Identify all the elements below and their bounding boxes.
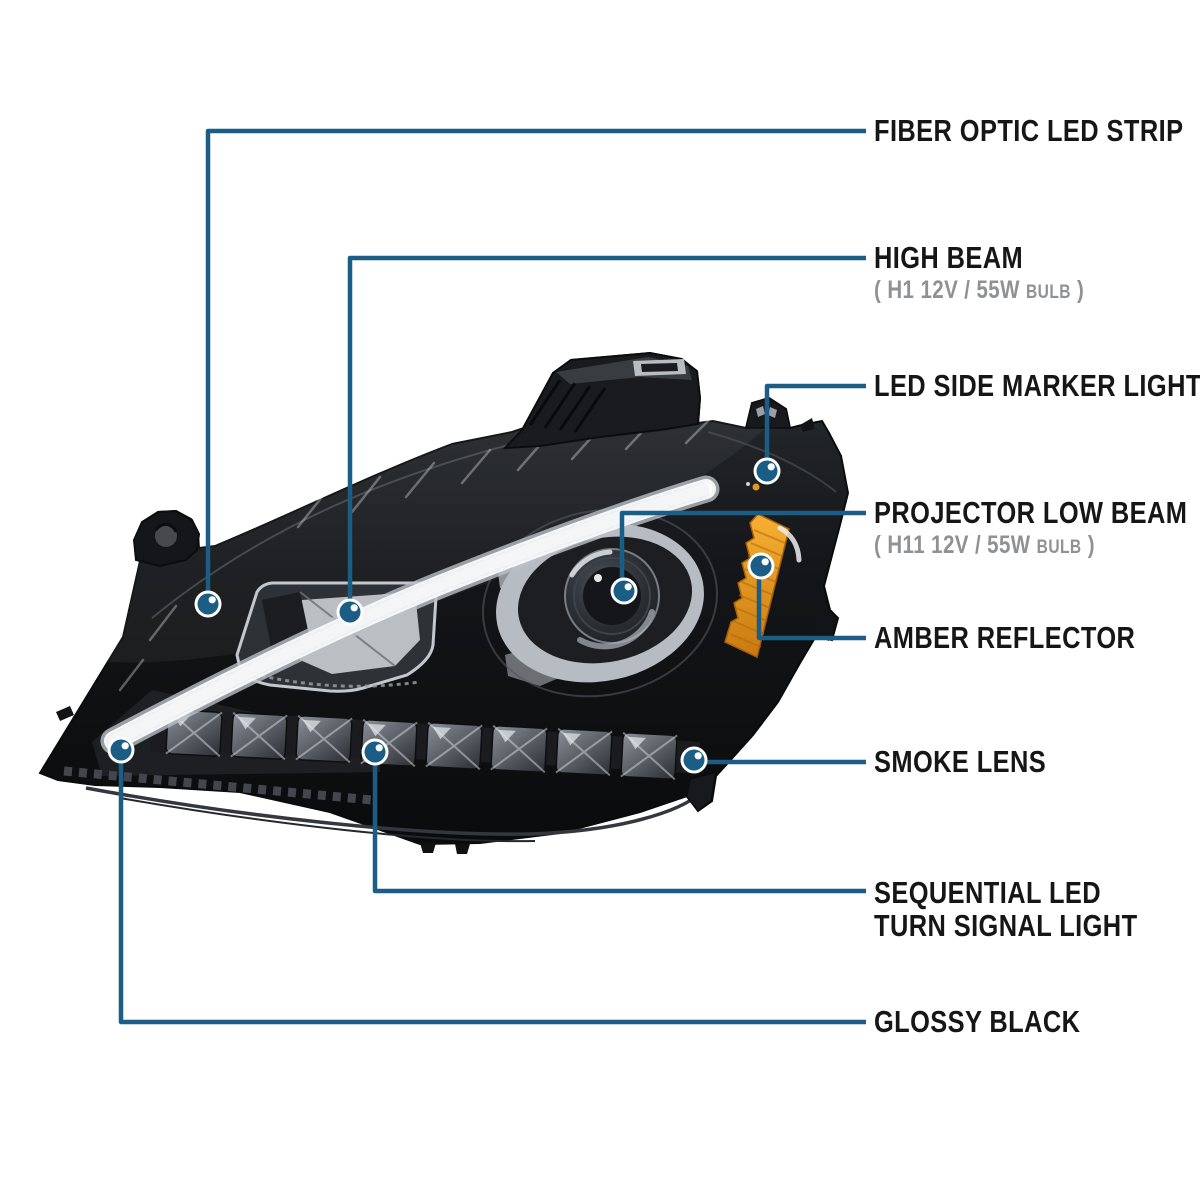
- callout-label-amber-reflector: AMBER REFLECTOR: [874, 621, 1193, 654]
- callout-label-text: SMOKE LENS: [874, 744, 1047, 779]
- callout-label-text-line2: TURN SIGNAL LIGHT: [874, 908, 1138, 943]
- mount-foot-1: [420, 843, 436, 853]
- callout-dot-fiber-optic-led-strip: [194, 590, 222, 618]
- callout-label-text: HIGH BEAM: [874, 240, 1024, 275]
- tab-hole-shadow: [154, 523, 178, 533]
- callout-line-amber-reflector: [756, 567, 866, 641]
- callout-dot-smoke-lens: [680, 746, 708, 774]
- side-marker-led-speck: [752, 483, 760, 491]
- bottom-trim-groove: [85, 786, 704, 836]
- callout-dots: [107, 457, 781, 774]
- callout-dot-amber-reflector: [747, 552, 775, 580]
- callout-label-smoke-lens: SMOKE LENS: [874, 745, 1084, 778]
- bracket-slot-inner: [641, 363, 678, 372]
- teeth-row: [63, 766, 373, 805]
- projector-highlight-bottom: [577, 609, 655, 650]
- callout-label-text: LED SIDE MARKER LIGHT: [874, 368, 1200, 403]
- callout-dot-led-side-marker-light: [753, 457, 781, 485]
- callout-line-fiber-optic-led-strip: [205, 128, 866, 604]
- callout-line-glossy-black: [118, 750, 866, 1025]
- side-marker-glint: [746, 482, 750, 486]
- top-seam-line: [151, 441, 521, 619]
- callout-label-sequential-led-turn-signal-light: SEQUENTIAL LED TURN SIGNAL LIGHT: [874, 876, 1195, 942]
- right-edge-reflection: [777, 525, 802, 563]
- projector-speck: [594, 574, 602, 582]
- tab-slot-2: [768, 407, 777, 418]
- callout-label-text: PROJECTOR LOW BEAM: [874, 495, 1188, 530]
- callout-line-led-side-marker-light: [764, 383, 866, 471]
- callout-label-glossy-black: GLOSSY BLACK: [874, 1005, 1126, 1038]
- led-turn-signal-strip-shape: [150, 708, 700, 781]
- bottom-right-flange: [686, 770, 717, 813]
- callout-dot-projector-low-beam: [610, 577, 638, 605]
- tab-hole: [155, 525, 177, 547]
- mounting-bracket-shape: [502, 351, 702, 450]
- mount-foot-2: [455, 844, 470, 854]
- callout-dot-sequential-led-turn-signal-light: [361, 738, 389, 766]
- callout-dot-glossy-black: [107, 736, 135, 764]
- callout-dot-high-beam: [336, 598, 364, 626]
- bottom-trim-groove-2: [119, 797, 536, 843]
- right-side-clip: [812, 612, 833, 641]
- top-right-seam-line: [707, 431, 837, 493]
- callout-label-text-line1: SEQUENTIAL LED: [874, 875, 1102, 910]
- bracket-ribs: [528, 379, 607, 433]
- callout-label-text: GLOSSY BLACK: [874, 1004, 1081, 1039]
- projector-lens-ring: [573, 557, 651, 635]
- tab-slot-1: [756, 406, 765, 417]
- callout-spec-text: ( H11 12V / 55W BULB ): [874, 531, 1095, 559]
- projector-outer-bezel: [482, 508, 718, 698]
- projector-highlight-top: [569, 549, 613, 578]
- callout-label-fiber-optic-led-strip: FIBER OPTIC LED STRIP: [874, 114, 1200, 147]
- left-edge-nub: [56, 706, 74, 721]
- callout-line-sequential-led-turn-signal-light: [372, 752, 866, 894]
- callout-spec-text: ( H1 12V / 55W BULB ): [874, 276, 1085, 304]
- callout-label-high-beam: HIGH BEAM ( H1 12V / 55W BULB ): [874, 241, 1130, 306]
- callout-line-projector-low-beam: [619, 510, 866, 590]
- turn-signal-cells: [165, 708, 678, 781]
- top-right-spike: [800, 418, 815, 432]
- high-beam-serration: [245, 670, 421, 688]
- callout-label-led-side-marker-light: LED SIDE MARKER LIGHT: [874, 369, 1200, 402]
- callout-label-projector-low-beam: PROJECTOR LOW BEAM ( H11 12V / 55W BULB …: [874, 496, 1200, 561]
- mounting-tab-shape: [132, 509, 201, 568]
- callout-connectors: [118, 128, 866, 1025]
- callout-line-high-beam: [347, 255, 866, 612]
- callout-label-text: AMBER REFLECTOR: [874, 620, 1136, 655]
- callout-label-text: FIBER OPTIC LED STRIP: [874, 113, 1184, 148]
